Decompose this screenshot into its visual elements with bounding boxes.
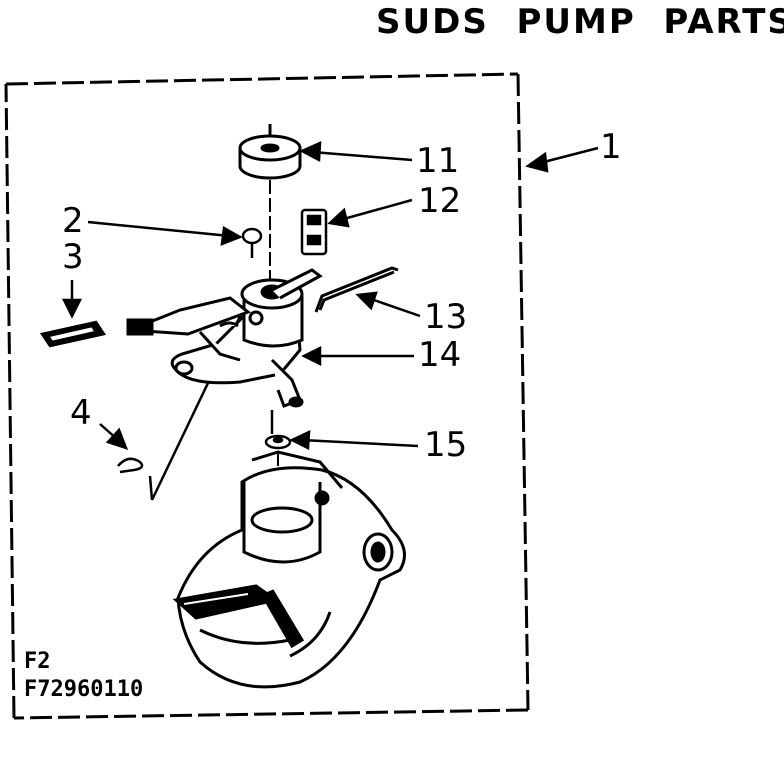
pump-housing <box>172 450 406 689</box>
callout-3: 3 <box>62 237 84 277</box>
part-13-rod <box>314 266 399 313</box>
drawing-number: F72960110 <box>24 677 144 702</box>
callout-15: 15 <box>424 425 468 465</box>
callout-12: 12 <box>418 181 462 221</box>
callout-2: 2 <box>62 201 84 241</box>
figure-code: F2 <box>24 649 51 674</box>
diagram-title: SUDS PUMP PARTS <box>376 2 784 42</box>
assembly-border <box>4 72 530 720</box>
part-14-cover <box>126 268 323 408</box>
callout-4: 4 <box>70 393 92 433</box>
part-2-screw <box>241 227 263 258</box>
part-3-pad <box>39 320 107 348</box>
callout-14: 14 <box>418 335 462 375</box>
part-11-cap <box>238 124 302 180</box>
part-12-clip <box>300 208 328 256</box>
callout-11: 11 <box>416 141 460 181</box>
part-15-nut <box>264 410 292 450</box>
callout-13: 13 <box>424 297 468 337</box>
callout-1: 1 <box>600 127 622 167</box>
leader-lines <box>61 141 599 451</box>
